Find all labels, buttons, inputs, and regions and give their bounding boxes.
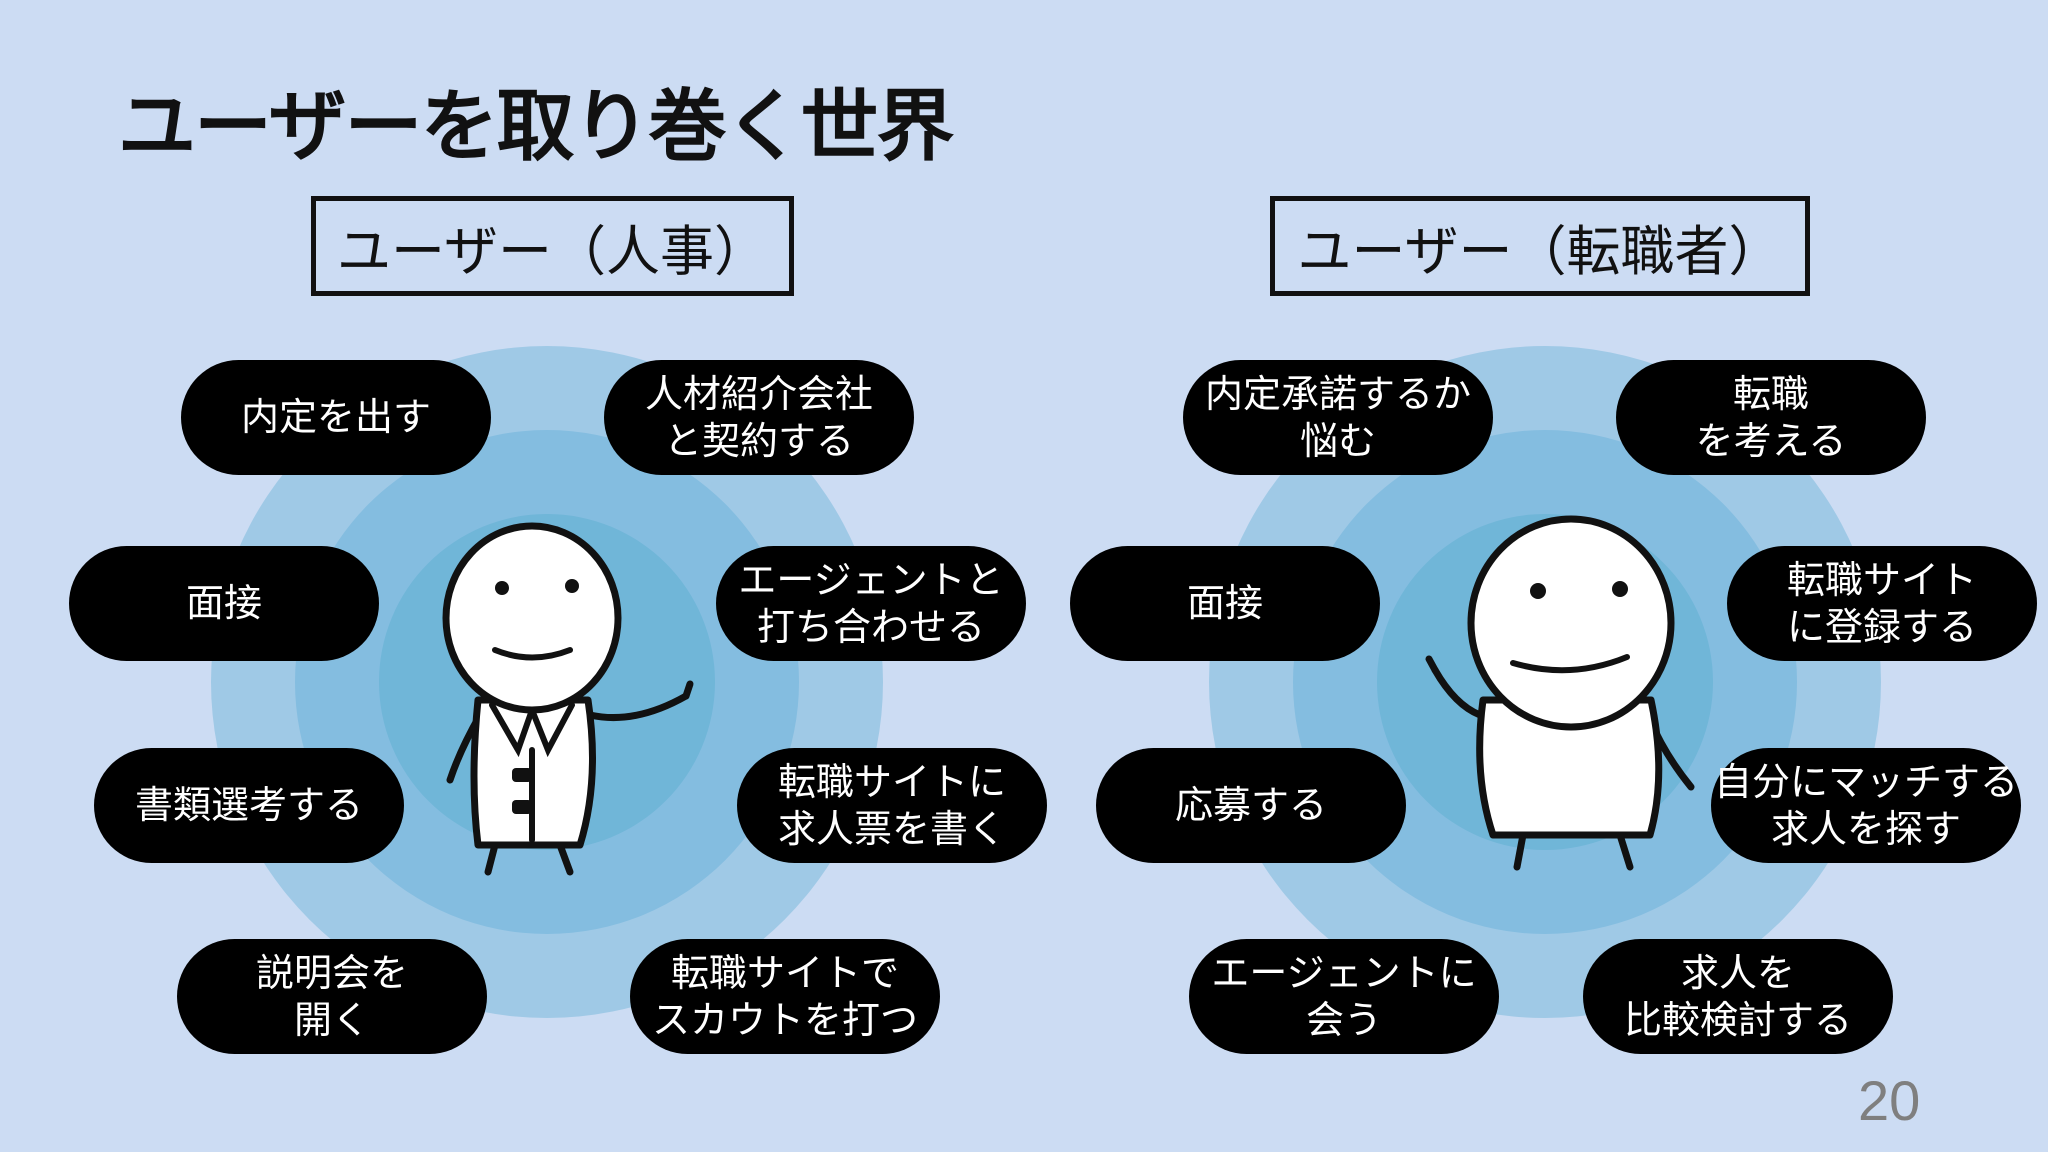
page-number: 20 bbox=[1858, 1069, 1921, 1132]
pill-compare-jobs: 求人を比較検討する bbox=[1583, 939, 1893, 1054]
pill-think-about-job-change: 転職を考える bbox=[1616, 360, 1926, 475]
pill-interview-seeker: 面接 bbox=[1070, 546, 1380, 661]
pill-naitei-wo-dasu: 内定を出す bbox=[181, 360, 491, 475]
pill-hold-info-session: 説明会を開く bbox=[177, 939, 487, 1054]
hr-person-illustration bbox=[442, 522, 694, 876]
jobseeker-person-illustration bbox=[1425, 515, 1695, 871]
pill-meet-agent-seeker: エージェントに会う bbox=[1189, 939, 1499, 1054]
pill-meet-agent: エージェントと打ち合わせる bbox=[716, 546, 1026, 661]
pill-find-matching-jobs: 自分にマッチする求人を探す bbox=[1711, 748, 2021, 863]
pill-register-job-site: 転職サイトに登録する bbox=[1727, 546, 2037, 661]
header-user-jobseeker: ユーザー（転職者） bbox=[1270, 196, 1810, 296]
pill-interview-hr: 面接 bbox=[69, 546, 379, 661]
pill-document-screening: 書類選考する bbox=[94, 748, 404, 863]
pill-apply: 応募する bbox=[1096, 748, 1406, 863]
pill-send-scouts: 転職サイトでスカウトを打つ bbox=[630, 939, 940, 1054]
pill-write-job-posting: 転職サイトに求人票を書く bbox=[737, 748, 1047, 863]
pill-contract-agency: 人材紹介会社と契約する bbox=[604, 360, 914, 475]
slide-title: ユーザーを取り巻く世界 bbox=[118, 82, 954, 172]
header-user-hr: ユーザー（人事） bbox=[311, 196, 794, 296]
pill-consider-offer: 内定承諾するか悩む bbox=[1183, 360, 1493, 475]
